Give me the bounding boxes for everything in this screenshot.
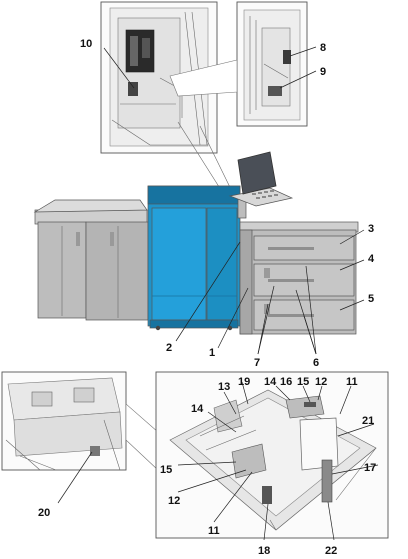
paper-stack-guide [299,417,339,471]
callout-21: 21 [362,415,374,427]
callout-4: 4 [368,253,375,265]
callout-13: 13 [218,381,230,393]
callout-14-left: 14 [191,403,204,415]
callout-5: 5 [368,293,374,305]
callout-15-top: 15 [297,376,309,388]
callout-17: 17 [364,462,376,474]
printing-system [33,151,359,335]
inset-paper-tray [155,371,389,539]
inset-cabinet-interior [100,1,218,154]
callout-3: 3 [368,223,374,235]
callout-12-top: 12 [315,376,327,388]
rear-guide [321,459,333,503]
callout-8: 8 [320,42,326,54]
callout-9: 9 [320,66,326,78]
callout-22: 22 [325,545,337,557]
callout-12-bottom: 12 [168,495,180,507]
front-door-right [206,207,238,321]
callout-1: 1 [209,347,215,359]
callout-20: 20 [38,507,50,519]
callout-6: 6 [313,357,319,369]
callout-18: 18 [258,545,270,557]
leader-lines [57,46,379,541]
callout-16: 16 [280,376,292,388]
guide-lever-front [262,486,272,504]
finisher-unit-middle [85,221,149,321]
inset-side-panel [236,1,308,127]
callout-11-bottom: 11 [208,525,220,537]
callout-labels: 1 2 3 4 5 6 7 8 9 10 11 11 12 12 13 14 1… [38,38,376,557]
callout-2: 2 [166,342,172,354]
callout-15-left: 15 [160,464,172,476]
side-guide-left [231,443,267,479]
callout-10: 10 [80,38,92,50]
front-door-left [151,207,207,321]
touch-panel-screen [237,151,277,195]
inset-tray-interior [1,371,127,471]
callout-14-top: 14 [264,376,277,388]
callout-7: 7 [254,357,260,369]
callout-19: 19 [238,376,250,388]
guide-lever-top [304,402,316,407]
callout-11-top: 11 [346,376,358,388]
keypad [252,190,278,199]
